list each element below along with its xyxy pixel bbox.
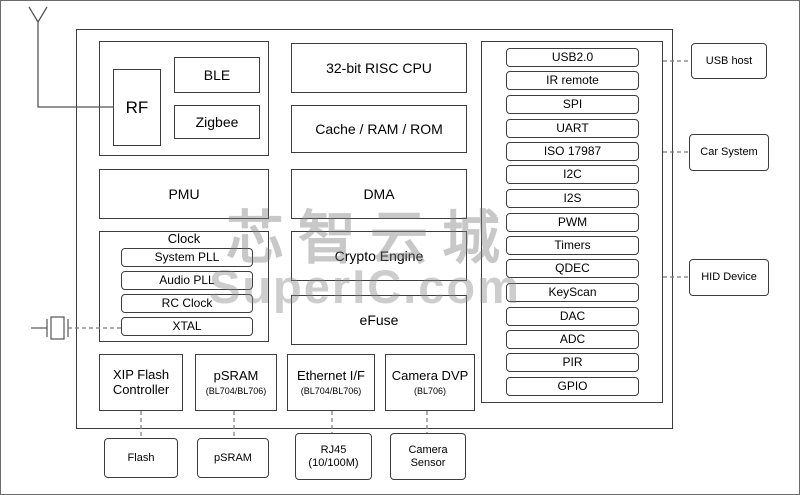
dma-block: DMA [291, 169, 467, 219]
efuse-block: eFuse [291, 295, 467, 345]
ethernet-sub: (BL704/BL706) [300, 385, 362, 396]
clock-item-system-pll: System PLL [121, 248, 253, 267]
xip-flash-controller-block: XIP Flash Controller [99, 354, 183, 411]
dma-label: DMA [363, 185, 395, 202]
rj45-box: RJ45 (10/100M) [295, 433, 372, 480]
peripheral-dac: DAC [506, 307, 639, 326]
crypto-label: Crypto Engine [334, 247, 424, 264]
camera-sub: (BL706) [413, 385, 447, 396]
peripheral-qdec: QDEC [506, 259, 639, 278]
peripheral-i2c: I2C [506, 165, 639, 184]
clock-item-rc-clock: RC Clock [121, 294, 253, 313]
clock-item-audio-pll: Audio PLL [121, 271, 253, 290]
flash-box: Flash [104, 438, 178, 478]
ble-label: BLE [203, 66, 231, 83]
crypto-engine-block: Crypto Engine [291, 231, 467, 281]
ethernet-block: Ethernet I/F (BL704/BL706) [287, 354, 375, 411]
car-system-box: Car System [689, 134, 769, 171]
peripheral-iso17987: ISO 17987 [506, 142, 639, 161]
rf-label: RF [125, 97, 149, 117]
hid-device-box: HID Device [689, 259, 769, 296]
psram-sub: (BL704/BL706) [205, 385, 267, 396]
clock-item-xtal: XTAL [121, 317, 253, 336]
cpu-label: 32-bit RISC CPU [326, 59, 432, 76]
cache-label: Cache / RAM / ROM [315, 120, 443, 137]
pmu-block: PMU [99, 169, 269, 219]
usb-host-box: USB host [691, 43, 767, 79]
psram-ext-box: pSRAM [197, 438, 269, 478]
rf-block: RF [113, 69, 161, 146]
peripheral-spi: SPI [506, 95, 639, 114]
peripheral-pwm: PWM [506, 213, 639, 232]
ble-block: BLE [174, 57, 260, 93]
peripheral-uart: UART [506, 119, 639, 138]
camera-sensor-box: Camera Sensor [390, 433, 466, 480]
peripheral-adc: ADC [506, 330, 639, 349]
peripheral-ir-remote: IR remote [506, 71, 639, 90]
crystal-icon [31, 316, 69, 340]
peripheral-pir: PIR [506, 353, 639, 372]
peripheral-usb2: USB2.0 [506, 48, 639, 67]
cache-ram-rom-block: Cache / RAM / ROM [291, 105, 467, 153]
peripheral-i2s: I2S [506, 189, 639, 208]
cpu-block: 32-bit RISC CPU [291, 43, 467, 93]
peripheral-timers: Timers [506, 236, 639, 255]
efuse-label: eFuse [359, 311, 399, 328]
zigbee-block: Zigbee [174, 105, 260, 139]
pmu-label: PMU [168, 185, 200, 202]
psram-block: pSRAM (BL704/BL706) [195, 354, 277, 411]
peripheral-keyscan: KeyScan [506, 283, 639, 302]
camera-dvp-block: Camera DVP (BL706) [385, 354, 475, 411]
zigbee-label: Zigbee [195, 113, 239, 130]
clock-title: Clock [167, 231, 201, 247]
peripheral-gpio: GPIO [506, 377, 639, 396]
